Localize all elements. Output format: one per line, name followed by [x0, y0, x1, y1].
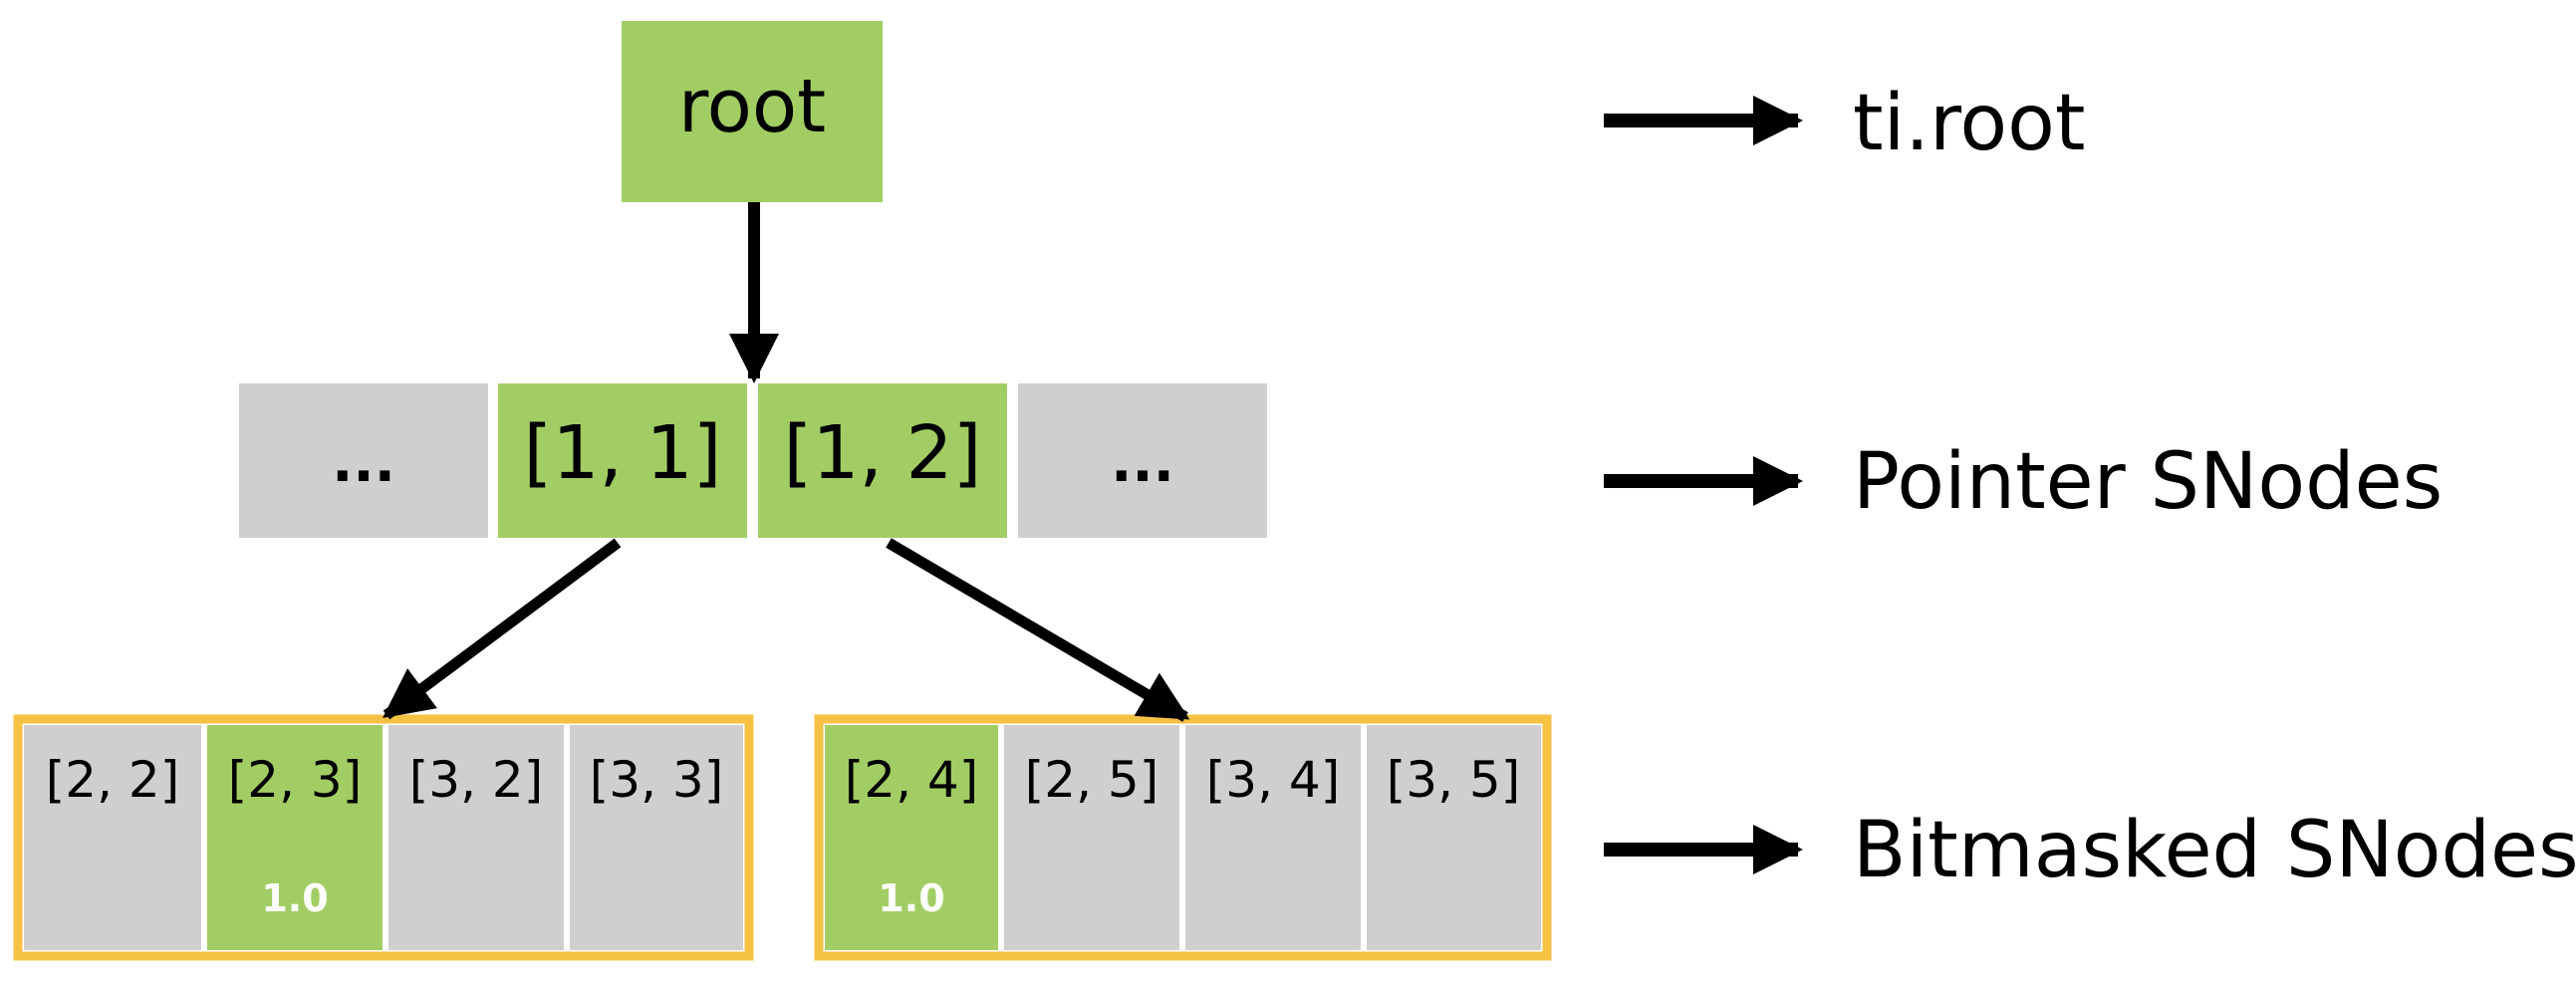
bitmasked-cell-3-4-label: [3, 4] [1206, 751, 1340, 809]
bitmasked-cell-2-3-value: 1.0 [261, 876, 328, 920]
bitmasked-cell-3-4 [1185, 725, 1361, 950]
pointer-cell-1-label: [1, 1] [524, 410, 722, 496]
pointer-cell-1 [498, 383, 747, 538]
legend-label-bitmasked: Bitmasked SNodes [1853, 806, 2576, 895]
bitmasked-cell-2-4 [825, 725, 998, 950]
root-node: root [622, 21, 883, 202]
bitmasked-group-1-border [13, 714, 754, 961]
bitmasked-cell-2-4-label: [2, 4] [845, 751, 978, 809]
bitmasked-group-2: [2, 4] [2, 5] [3, 4] [3, 5] 1.0 [814, 714, 1552, 961]
bitmasked-cell-2-5 [1004, 725, 1179, 950]
bitmasked-cell-3-5-label: [3, 5] [1387, 751, 1520, 809]
bitmasked-cell-2-3 [207, 725, 383, 950]
pointer-cell-2 [758, 383, 1007, 538]
pointer-cell-0 [239, 383, 488, 538]
bitmasked-cell-3-3-label: [3, 3] [590, 751, 723, 809]
pointer-cell-3-label: ... [1111, 430, 1174, 495]
arrow-pointer-1-1-to-bitmasked-group-1 [382, 538, 622, 720]
bitmasked-cell-2-5-label: [2, 5] [1025, 751, 1159, 809]
bitmasked-cell-2-2 [24, 725, 201, 950]
legend-label-pointer: Pointer SNodes [1853, 437, 2443, 527]
arrow-pointer-1-2-to-bitmasked-group-2 [886, 538, 1190, 722]
legend-label-root: ti.root [1853, 79, 2085, 168]
root-box [622, 21, 883, 202]
bitmasked-cell-2-4-value: 1.0 [878, 876, 944, 920]
bitmasked-cell-2-3-label: [2, 3] [228, 751, 362, 809]
pointer-snode-row: ... [1, 1] [1, 2] ... [239, 383, 1267, 538]
pointer-cell-3 [1018, 383, 1267, 538]
root-label: root [678, 64, 826, 149]
bitmasked-cell-2-2-label: [2, 2] [46, 751, 179, 809]
bitmasked-cell-3-2-label: [3, 2] [409, 751, 543, 809]
bitmasked-cell-3-5 [1367, 725, 1541, 950]
bitmasked-group-1: [2, 2] [2, 3] [3, 2] [3, 3] 1.0 [13, 714, 754, 961]
bitmasked-cell-3-2 [388, 725, 564, 950]
bitmasked-cell-3-3 [570, 725, 743, 950]
pointer-cell-2-label: [1, 2] [784, 410, 982, 496]
pointer-cell-0-label: ... [332, 430, 395, 495]
